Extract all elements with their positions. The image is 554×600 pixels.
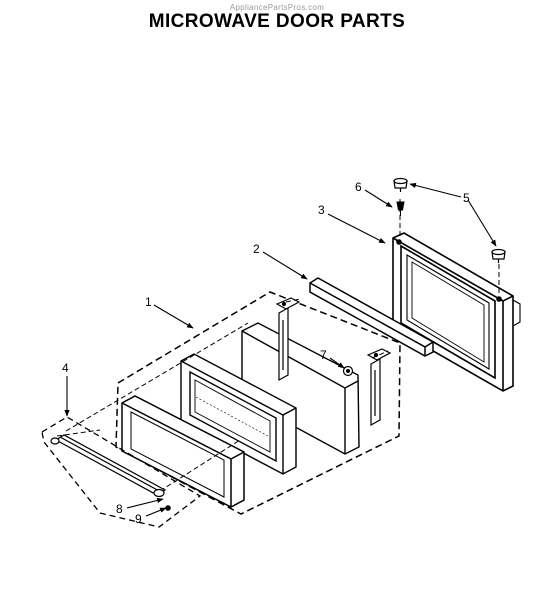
callout-5: 5: [463, 191, 470, 205]
hinge-bracket-right: [366, 348, 392, 427]
callout-3: 3: [318, 203, 325, 217]
callout-4: 4: [62, 361, 69, 375]
assembly-4-outline: [41, 416, 202, 528]
callout-2: 2: [253, 242, 260, 256]
callout-9: 9: [135, 512, 142, 526]
screw-cap-part: [393, 177, 506, 263]
hinge-rod-part: [50, 434, 171, 511]
door-bumper-part: [342, 365, 354, 377]
screw-part: [396, 201, 405, 216]
callout-6: 6: [355, 180, 362, 194]
explode-lines: [56, 198, 500, 492]
diagram-title: MICROWAVE DOOR PARTS: [148, 11, 406, 32]
outer-door-panel-part: [121, 395, 245, 508]
callout-7: 7: [320, 348, 327, 362]
assembly-1-outline: [115, 291, 401, 515]
callout-8: 8: [116, 502, 123, 516]
hinge-bracket-left: [275, 297, 301, 382]
callout-1: 1: [145, 295, 152, 309]
watermark: AppliancePartsPros.com: [229, 3, 325, 12]
callout-leaders: [64, 182, 497, 517]
door-bar-part: [309, 277, 434, 357]
door-frame-part: [392, 232, 521, 392]
